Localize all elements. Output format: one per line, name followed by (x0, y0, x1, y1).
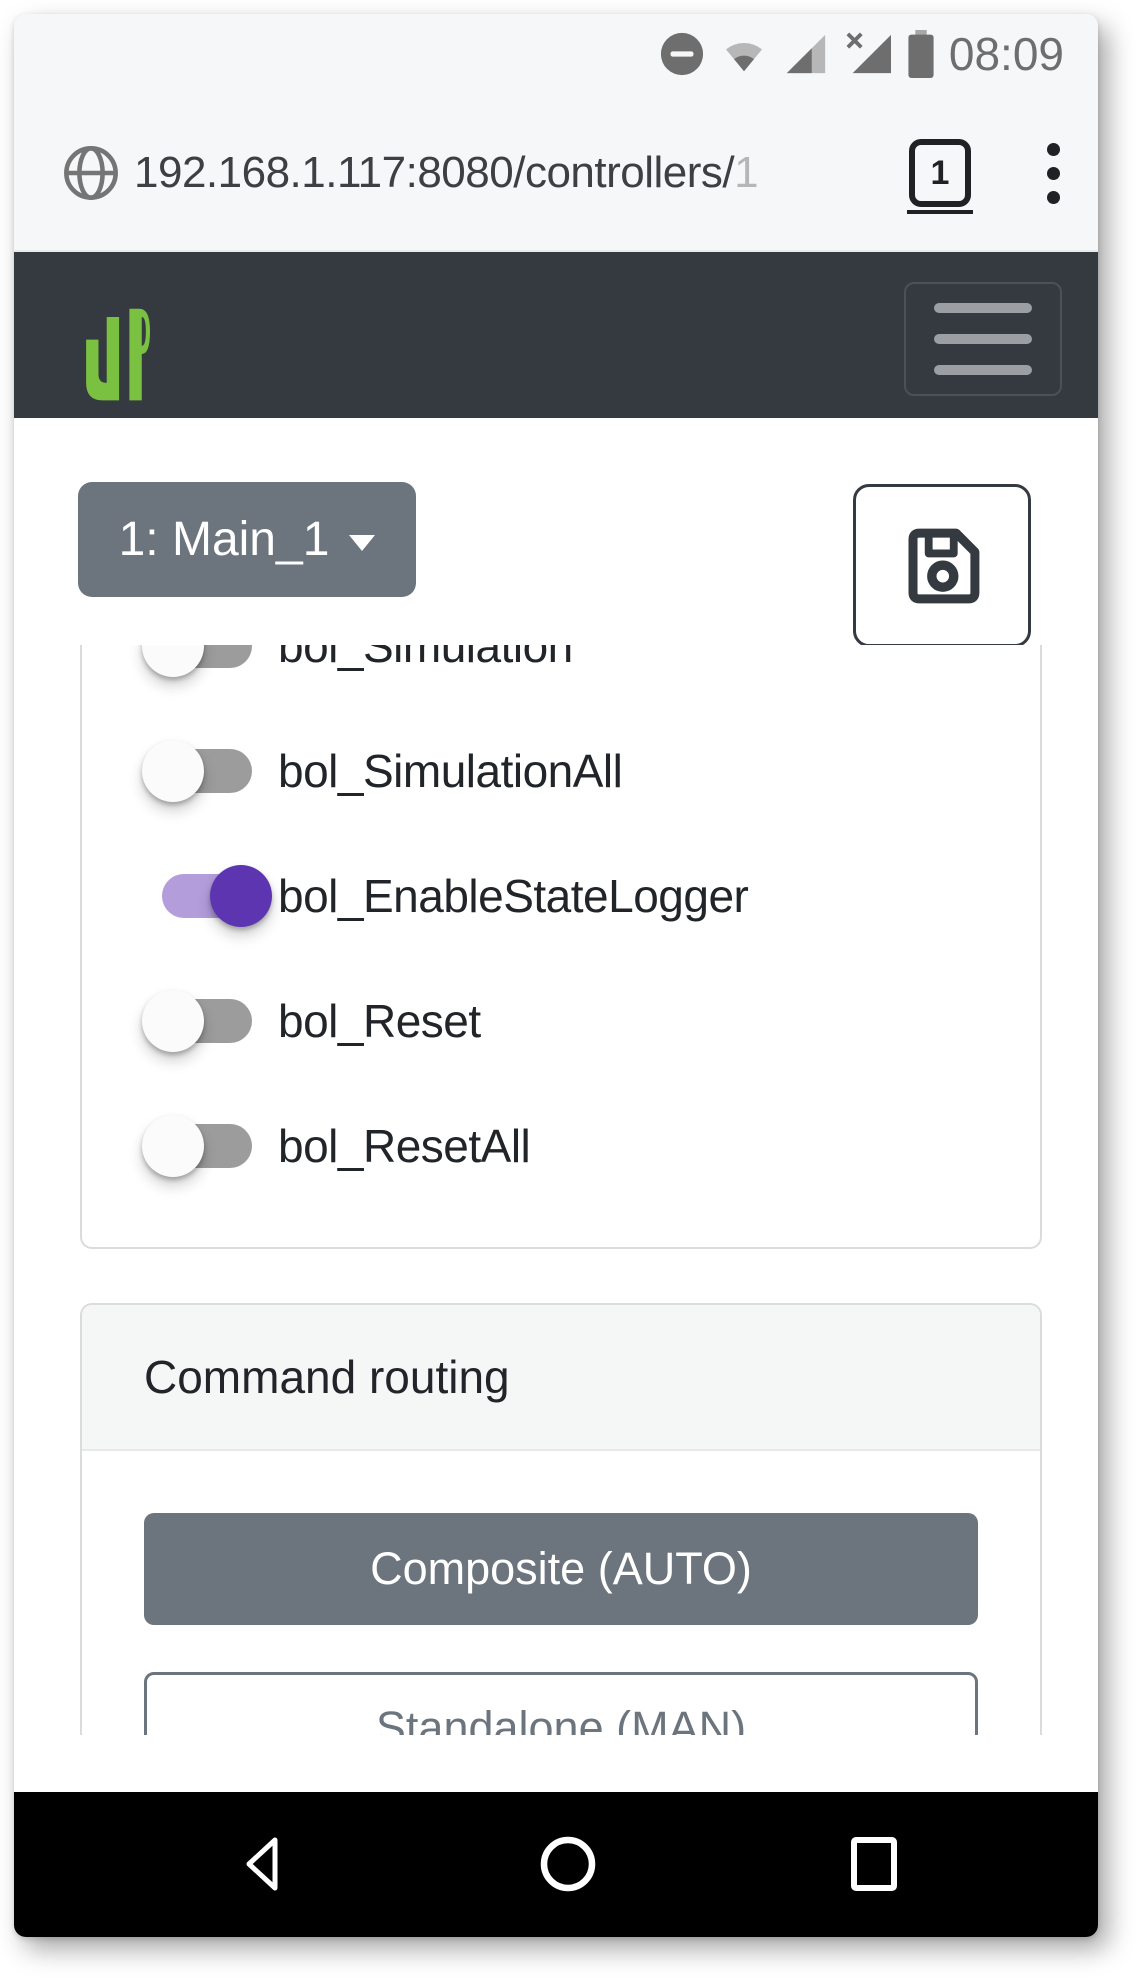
button-label: Composite (AUTO) (370, 1543, 752, 1594)
floppy-disk-icon (908, 528, 980, 603)
switch-row: bol_SimulationAll (82, 708, 1040, 833)
phone-screen: 08:09 192.168.1.117:8080/controllers/1 1 (14, 14, 1098, 1937)
toggle-switch[interactable] (142, 645, 252, 677)
standalone-man-button[interactable]: Standalone (MAN) (144, 1672, 978, 1735)
url-bar: 192.168.1.117:8080/controllers/1 1 (62, 132, 1064, 214)
url-text: 192.168.1.117:8080/controllers/ (134, 148, 735, 197)
save-button[interactable] (853, 484, 1031, 647)
cellular-no-sim-icon (846, 32, 891, 74)
clock: 08:09 (948, 28, 1064, 80)
hamburger-line (934, 303, 1032, 313)
toggle-switch[interactable] (142, 739, 252, 802)
address-field[interactable]: 192.168.1.117:8080/controllers/1 (134, 148, 759, 198)
browser-chrome: 08:09 192.168.1.117:8080/controllers/1 1 (14, 14, 1098, 252)
switch-row: bol_EnableStateLogger (82, 833, 1040, 958)
globe-icon (64, 146, 118, 200)
browser-menu-button[interactable] (1043, 139, 1064, 208)
toggle-switch[interactable] (142, 1114, 252, 1177)
card-title: Command routing (144, 1351, 510, 1403)
app-navbar (14, 252, 1098, 418)
switch-row: bol_Simulation (82, 645, 1040, 708)
switch-label: bol_Simulation (278, 645, 573, 672)
up-logo (86, 308, 150, 401)
card-body: Composite (AUTO) Standalone (MAN) (82, 1451, 1040, 1735)
switch-row: bol_ResetAll (82, 1083, 1040, 1208)
android-nav-bar (14, 1792, 1098, 1937)
switch-row: bol_Reset (82, 958, 1040, 1083)
switch-label: bol_Reset (278, 994, 481, 1047)
controller-select-label: 1: Main_1 (118, 513, 330, 566)
button-label: Standalone (MAN) (375, 1702, 747, 1735)
toggle-switch[interactable] (162, 864, 272, 927)
wifi-icon (725, 43, 762, 72)
command-routing-card: Command routing Composite (AUTO) Standal… (80, 1303, 1042, 1735)
composite-auto-button[interactable]: Composite (AUTO) (144, 1513, 978, 1625)
switch-list: bol_Simulation bol_SimulationAll bol_Ena… (82, 645, 1040, 1208)
card-header: Command routing (82, 1305, 1040, 1451)
recents-button[interactable] (850, 1836, 898, 1892)
switch-label: bol_EnableStateLogger (278, 869, 749, 922)
hamburger-line (934, 334, 1032, 344)
status-bar: 08:09 (659, 26, 1064, 82)
tab-switcher-button[interactable]: 1 (907, 139, 973, 214)
hamburger-line (934, 365, 1032, 375)
cellular-signal-icon (786, 34, 826, 74)
hamburger-menu-button[interactable] (904, 282, 1062, 396)
toggle-switch[interactable] (142, 989, 252, 1052)
url-truncated-text: 1 (734, 148, 759, 197)
battery-icon (908, 30, 934, 78)
switch-label: bol_ResetAll (278, 1119, 531, 1172)
switch-label: bol_SimulationAll (278, 744, 623, 797)
do-not-disturb-icon (660, 32, 703, 76)
controller-select-dropdown[interactable]: 1: Main_1 (78, 482, 416, 597)
back-button[interactable] (241, 1836, 281, 1892)
home-button[interactable] (540, 1836, 596, 1892)
chevron-down-icon (349, 534, 376, 551)
switches-card: bol_Simulation bol_SimulationAll bol_Ena… (80, 645, 1042, 1249)
tab-count: 1 (930, 153, 950, 192)
